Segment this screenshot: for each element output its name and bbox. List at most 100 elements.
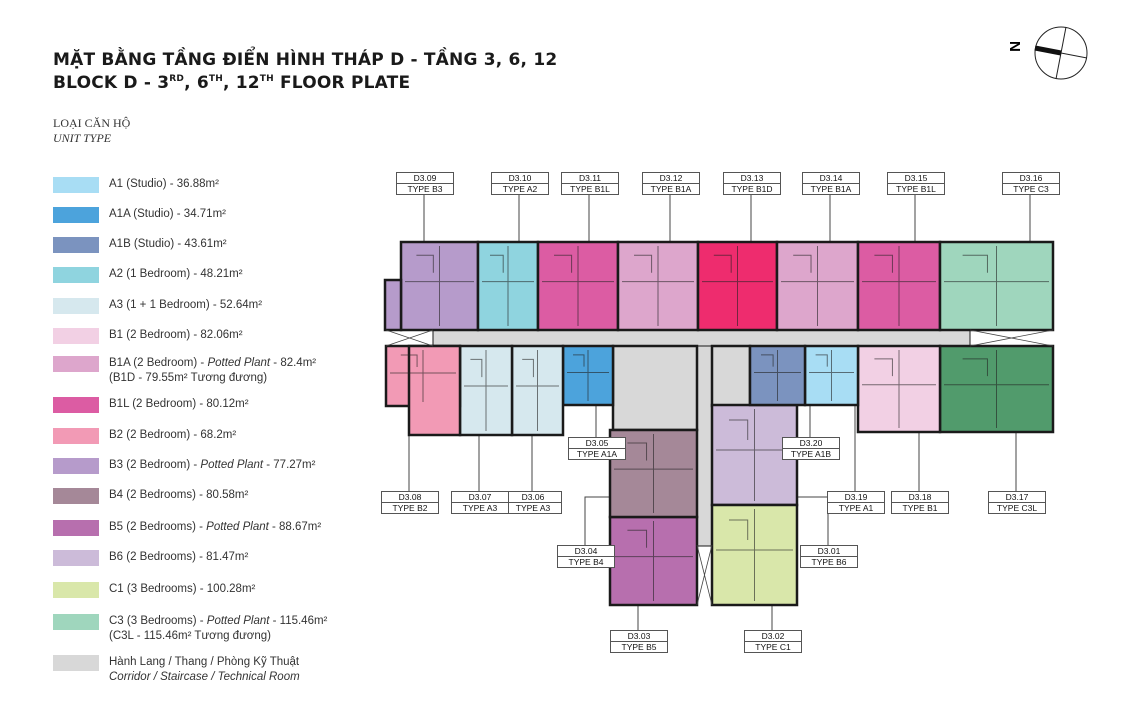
unit-number: D3.07 xyxy=(452,492,508,503)
interior-walls xyxy=(614,434,693,513)
corridor-vertical xyxy=(696,345,713,547)
unit-type: TYPE B5 xyxy=(621,642,657,652)
unit-type: TYPE B1L xyxy=(896,184,936,194)
legend-item: C3 (3 Bedrooms) - Potted Plant - 115.46m… xyxy=(53,614,327,644)
legend-label: B5 (2 Bedrooms) - Potted Plant - 88.67m² xyxy=(109,521,322,533)
legend-label: A1 (Studio) - 36.88m² xyxy=(109,178,219,190)
unit-type: TYPE A3 xyxy=(462,503,498,513)
unit-number: D3.14 xyxy=(803,173,859,184)
legend-item: A1 (Studio) - 36.88m² xyxy=(53,177,219,193)
legend-item: A1A (Studio) - 34.71m² xyxy=(53,207,226,223)
interior-walls xyxy=(716,509,793,601)
interior-walls xyxy=(542,246,614,326)
unit-number: D3.13 xyxy=(724,173,780,184)
legend-label: B4 (2 Bedrooms) - 80.58m² xyxy=(109,489,249,501)
legend-swatch xyxy=(53,614,99,630)
staircase-east xyxy=(710,344,752,408)
unit-number: D3.10 xyxy=(492,173,548,184)
unit-number: D3.11 xyxy=(562,173,618,184)
legend-item: C1 (3 Bedrooms) - 100.28m² xyxy=(53,582,255,598)
legend-swatch xyxy=(53,207,99,223)
legend-label: B1L (2 Bedroom) - 80.12m² xyxy=(109,398,249,410)
unit-type: TYPE B2 xyxy=(392,503,428,513)
legend-heading-en: UNIT TYPE xyxy=(53,131,112,145)
interior-walls xyxy=(390,350,456,402)
legend-label: A3 (1 + 1 Bedroom) - 52.64m² xyxy=(109,299,263,311)
corridor-main xyxy=(432,329,971,347)
legend-swatch xyxy=(53,267,99,283)
interior-walls xyxy=(482,246,534,326)
interior-walls xyxy=(716,409,793,501)
interior-walls xyxy=(405,246,474,326)
legend-swatch xyxy=(53,582,99,598)
interior-walls xyxy=(754,350,801,401)
unit-type: TYPE B1A xyxy=(650,184,692,194)
legend-label: B6 (2 Bedrooms) - 81.47m² xyxy=(109,551,249,563)
elevator-core xyxy=(611,344,699,432)
unit-type: TYPE B1 xyxy=(902,503,938,513)
legend-item: B1A (2 Bedroom) - Potted Plant - 82.4m²(… xyxy=(53,356,316,386)
legend-swatch xyxy=(53,520,99,536)
legend-item: B3 (2 Bedroom) - Potted Plant - 77.27m² xyxy=(53,458,315,474)
interior-walls xyxy=(622,246,694,326)
unit-number: D3.01 xyxy=(801,546,857,557)
title-english: BLOCK D - 3RD, 6TH, 12TH FLOOR PLATE xyxy=(53,73,411,93)
unit-type: TYPE B1L xyxy=(570,184,610,194)
interior-walls xyxy=(464,350,508,431)
legend-label: A1A (Studio) - 34.71m² xyxy=(109,208,226,220)
unit-type: TYPE A3 xyxy=(515,503,551,513)
legend-item: B1L (2 Bedroom) - 80.12m² xyxy=(53,397,249,413)
unit-number: D3.15 xyxy=(888,173,944,184)
legend-item: B6 (2 Bedrooms) - 81.47m² xyxy=(53,550,248,566)
void-marker xyxy=(385,329,434,347)
unit-type: TYPE B1D xyxy=(731,184,773,194)
interior-walls xyxy=(944,246,1049,326)
legend-label: B1 (2 Bedroom) - 82.06m² xyxy=(109,329,243,341)
legend-label: A2 (1 Bedroom) - 48.21m² xyxy=(109,268,243,280)
unit-type: TYPE A1A xyxy=(576,449,618,459)
interior-walls xyxy=(567,350,609,401)
unit-number: D3.09 xyxy=(397,173,453,184)
unit-type: TYPE B3 xyxy=(407,184,443,194)
legend-swatch xyxy=(53,328,99,344)
unit-type: TYPE C1 xyxy=(755,642,791,652)
legend-item: B2 (2 Bedroom) - 68.2m² xyxy=(53,428,236,444)
compass-n-label: N xyxy=(1006,41,1023,52)
interior-walls xyxy=(516,350,559,431)
legend-item: B5 (2 Bedrooms) - Potted Plant - 88.67m² xyxy=(53,520,321,536)
unit-number: D3.20 xyxy=(783,438,839,449)
unit-type: TYPE B1A xyxy=(810,184,852,194)
unit-type: TYPE C3L xyxy=(996,503,1038,513)
legend-swatch xyxy=(53,237,99,253)
unit-number: D3.02 xyxy=(745,631,801,642)
unit-number: D3.04 xyxy=(558,546,614,557)
legend-heading-vi: LOẠI CĂN HỘ xyxy=(53,116,131,130)
unit-D3-09 xyxy=(383,278,403,332)
legend-swatch xyxy=(53,397,99,413)
interior-walls xyxy=(862,350,936,428)
legend-label: B3 (2 Bedroom) - Potted Plant - 77.27m² xyxy=(109,459,316,471)
